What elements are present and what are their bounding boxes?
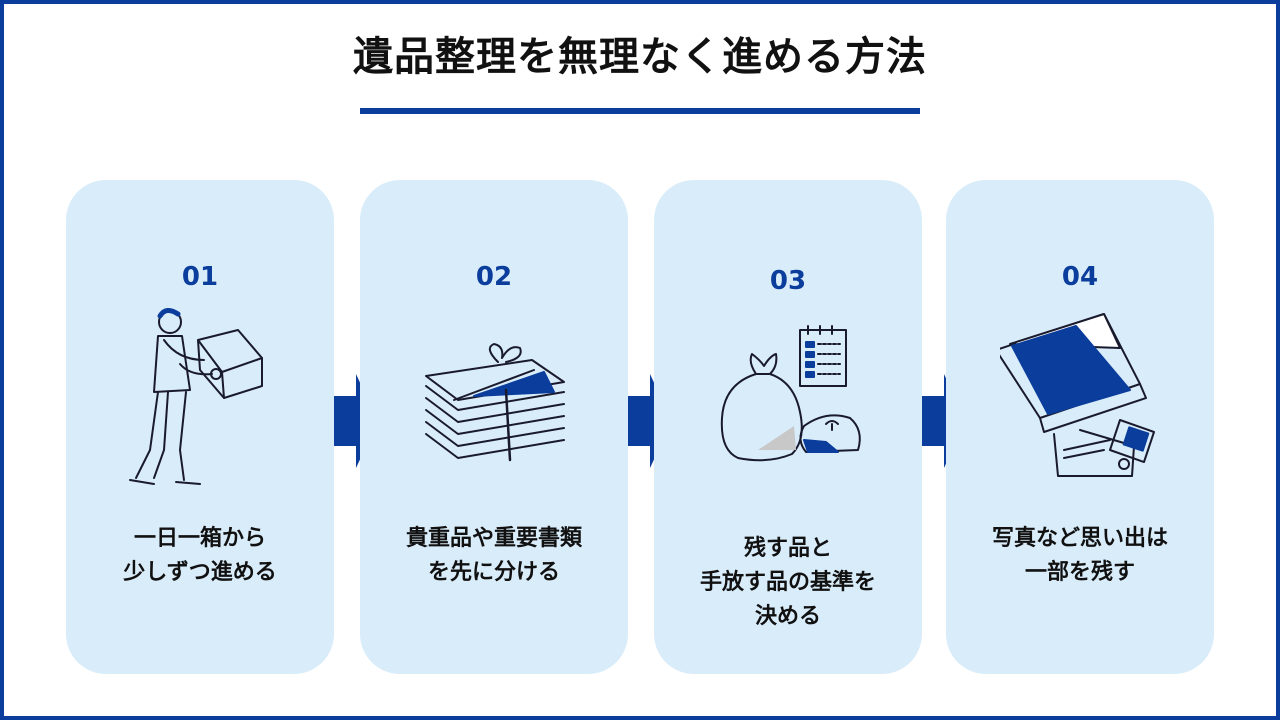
title-underline	[360, 108, 920, 114]
step-description: 貴重品や重要書類 を先に分ける	[370, 522, 618, 590]
step-text-line: 貴重品や重要書類	[405, 526, 582, 551]
garbage-bags-checklist-icon	[708, 300, 868, 500]
tied-document-stack-icon	[414, 300, 574, 500]
step-number: 02	[475, 262, 513, 292]
step-text-line: 残す品と	[743, 536, 832, 561]
step-number: 01	[181, 262, 219, 292]
photo-album-icon	[1000, 300, 1160, 500]
step-card-03: 03 残す品と 手放す品の基準を 決める	[654, 180, 922, 674]
step-text-line: 写真など思い出は	[991, 526, 1168, 551]
step-number: 03	[769, 266, 807, 296]
step-text-line: 一日一箱から	[133, 526, 266, 551]
step-number: 04	[1061, 262, 1099, 292]
step-card-01: 01 一日一箱から 少しずつ進める	[66, 180, 334, 674]
step-text-line: 少しずつ進める	[123, 560, 277, 585]
step-card-04: 04 写真など思い出は 一部を残す	[946, 180, 1214, 674]
step-text-line: 手放す品の基準を	[699, 570, 876, 595]
step-description: 残す品と 手放す品の基準を 決める	[664, 532, 912, 634]
step-text-line: 一部を残す	[1024, 560, 1135, 585]
step-description: 一日一箱から 少しずつ進める	[76, 522, 324, 590]
step-text-line: 決める	[754, 604, 821, 629]
step-description: 写真など思い出は 一部を残す	[956, 522, 1204, 590]
step-text-line: を先に分ける	[427, 560, 560, 585]
person-carrying-box-icon	[120, 300, 280, 500]
page-title: 遺品整理を無理なく進める方法	[353, 34, 927, 80]
step-card-02: 02 貴重品や重要書類 を先に分ける	[360, 180, 628, 674]
